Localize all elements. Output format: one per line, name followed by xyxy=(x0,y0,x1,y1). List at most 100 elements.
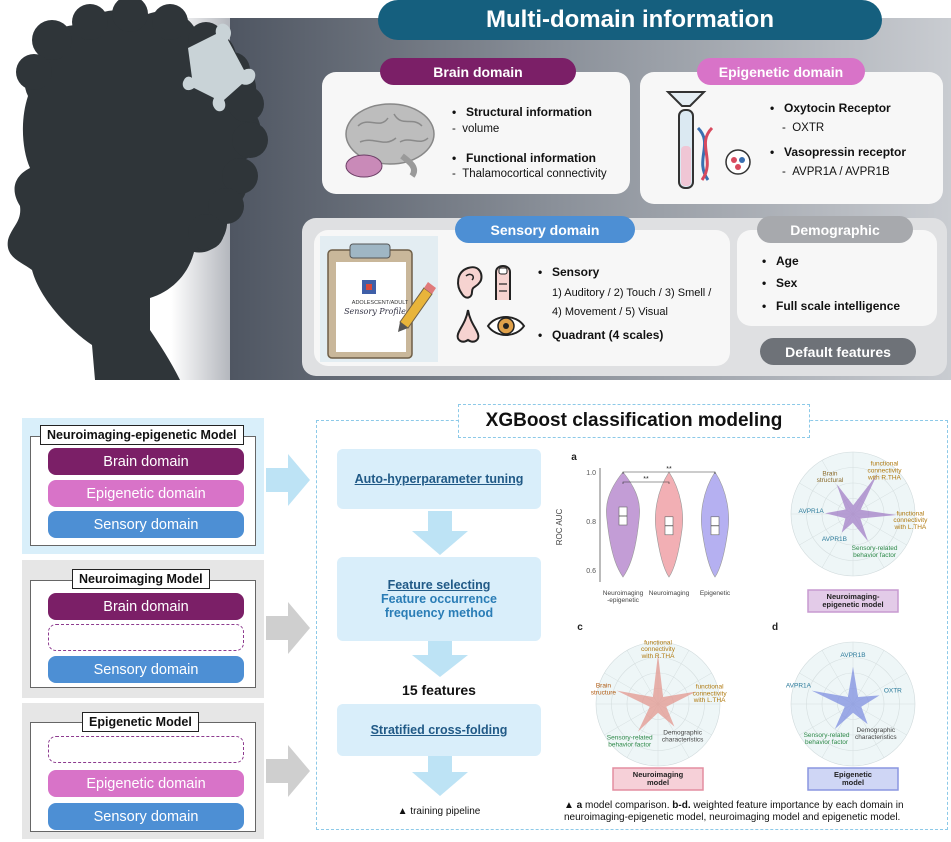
demographic-item-age: Age xyxy=(762,254,798,268)
radar-spoke-b xyxy=(852,513,907,546)
nose-icon xyxy=(456,309,480,343)
epigenetic-item-2-title: Vasopressin receptor xyxy=(770,145,906,159)
eye-icon xyxy=(486,316,526,336)
model-3-title: Epigenetic Model xyxy=(82,712,199,732)
panel-a-xtick: Neuroimaging xyxy=(649,590,690,597)
sensory-quadrant: Quadrant (4 scales) xyxy=(538,328,663,342)
model-label-box-c xyxy=(612,767,704,791)
clipboard-line-2: Sensory Profile xyxy=(344,307,406,316)
step-folding-label: Stratified cross-folding xyxy=(370,723,508,737)
epigenetic-domain-label: Epigenetic domain xyxy=(697,58,865,85)
panel-a-xtick: Neuroimaging-epigenetic xyxy=(603,590,644,604)
model-1-epigenetic: Epigenetic domain xyxy=(48,480,244,507)
radar-spoke-c xyxy=(657,650,690,705)
caption-a-text: model comparison. xyxy=(582,800,673,811)
radar-label-d: AVPR1B xyxy=(840,652,865,659)
child-silhouette-icon xyxy=(7,0,268,380)
pipeline-caption: ▲ training pipeline xyxy=(397,806,481,817)
radar-spoke-d xyxy=(821,650,854,705)
arrow-down-icon xyxy=(412,511,468,555)
step-selecting-sub1: Feature occurrence xyxy=(380,592,498,606)
figure-caption: ▲ a model comparison. b-d. weighted feat… xyxy=(564,800,944,824)
radar-shape-b xyxy=(825,474,897,542)
radar-spoke-b xyxy=(799,482,854,515)
radar-spoke-c xyxy=(626,650,659,705)
sig-label-2: ** xyxy=(666,466,672,473)
radar-label-d: OXTR xyxy=(884,687,902,694)
radar-spoke-d xyxy=(852,650,885,705)
radar-label-b: AVPR1B xyxy=(822,536,847,543)
features-count: 15 features xyxy=(402,682,476,698)
epigenetic-item-2-sub: - AVPR1A / AVPR1B xyxy=(782,166,890,178)
clipboard-line-1: ADOLESCENT/ADULT xyxy=(351,300,409,306)
brain-item-2-sub: - Thalamocortical connectivity xyxy=(452,168,607,180)
step-selecting-sub2: frequency method xyxy=(384,606,494,620)
panel-a-ytick: 0.6 xyxy=(586,568,596,575)
sensory-title: Sensory xyxy=(538,265,599,279)
model-2-title: Neuroimaging Model xyxy=(72,569,210,589)
model-2-sensory: Sensory domain xyxy=(48,656,244,683)
panel-a-ytick: 0.8 xyxy=(586,519,596,526)
brain-domain-label: Brain domain xyxy=(380,58,576,85)
caption-bd: b-d. xyxy=(672,800,691,811)
arrow-down-icon xyxy=(412,641,468,677)
epigenetic-item-1-title: Oxytocin Receptor xyxy=(770,101,891,115)
panel-d-letter: d xyxy=(772,622,778,633)
demographic-label: Demographic xyxy=(757,216,913,243)
model-3-empty-slot xyxy=(48,736,244,763)
model-label-b: Neuroimaging-epigenetic model xyxy=(822,592,883,609)
sig-label-1: ** xyxy=(643,476,649,483)
xgboost-title: XGBoost classification modeling xyxy=(458,404,810,438)
model-1-sensory: Sensory domain xyxy=(48,511,244,538)
step-folding[interactable]: Stratified cross-folding xyxy=(337,704,541,756)
caption-bd-text: weighted feature importance by each doma… xyxy=(690,800,904,811)
radar-label-d: AVPR1A xyxy=(786,682,812,689)
brain-icon xyxy=(345,103,435,178)
demographic-item-fsiq: Full scale intelligence xyxy=(762,299,900,313)
sensory-line-2: 4) Movement / 5) Visual xyxy=(552,306,668,318)
brain-item-2-title: Functional information xyxy=(452,151,596,165)
radar-spoke-b xyxy=(799,513,854,546)
sensory-line-1: 1) Auditory / 2) Touch / 3) Smell / xyxy=(552,287,712,299)
model-1-brain: Brain domain xyxy=(48,448,244,475)
arrow-right-icon xyxy=(266,602,310,654)
brain-item-1-sub: - volume xyxy=(452,123,500,135)
arrow-right-icon xyxy=(266,454,310,506)
model-1-title: Neuroimaging-epigenetic Model xyxy=(40,425,244,445)
model-3-epigenetic: Epigenetic domain xyxy=(48,770,244,797)
sensory-domain-label: Sensory domain xyxy=(455,216,635,243)
radar-spoke-b xyxy=(852,482,907,515)
step-tuning-label: Auto-hyperparameter tuning xyxy=(354,472,524,486)
model-3-sensory: Sensory domain xyxy=(48,803,244,830)
radar-shape-c xyxy=(616,654,697,732)
panel-b-letter: b xyxy=(772,442,778,443)
step-tuning[interactable]: Auto-hyperparameter tuning xyxy=(337,449,541,509)
caption-a: ▲ a xyxy=(564,800,583,811)
arrow-right-icon xyxy=(266,745,310,797)
panel-a-xtick: Epigenetic xyxy=(700,590,731,597)
epigenetic-item-1-sub: - OXTR xyxy=(782,122,825,134)
panel-a-letter: a xyxy=(571,452,577,463)
arrow-down-icon xyxy=(412,756,468,796)
step-selecting[interactable]: Feature selecting Feature occurrence fre… xyxy=(337,557,541,641)
model-2-empty-slot xyxy=(48,624,244,651)
radar-shape-d xyxy=(811,666,880,730)
sig-bracket-1 xyxy=(622,481,670,484)
caption-line-2: neuroimaging-epigenetic model, neuroimag… xyxy=(564,812,901,823)
step-selecting-label: Feature selecting xyxy=(387,578,491,592)
model-2-brain: Brain domain xyxy=(48,593,244,620)
finger-icon xyxy=(495,265,511,300)
header-title: Multi-domain information xyxy=(378,0,882,40)
